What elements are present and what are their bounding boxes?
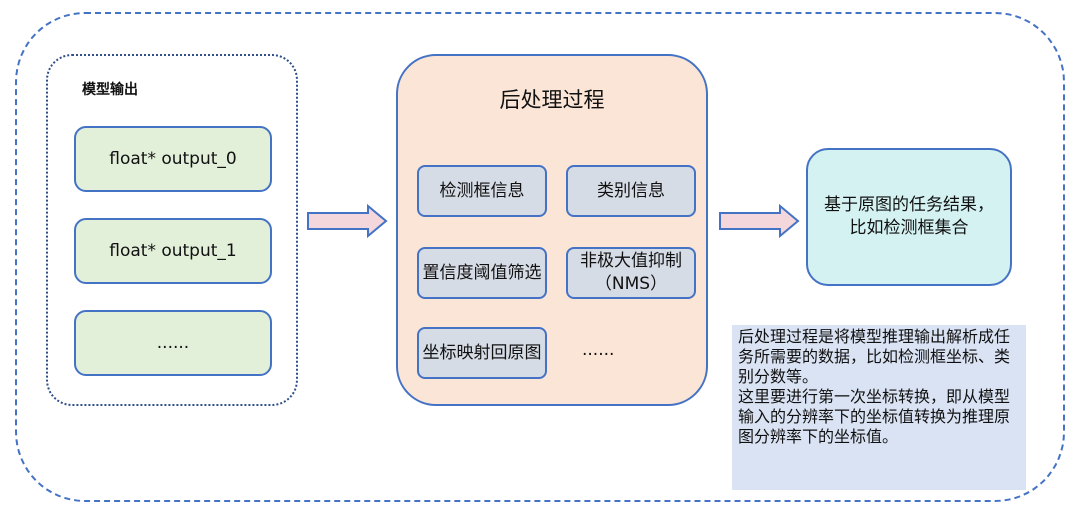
- description-note: 后处理过程是将模型推理输出解析成任务所需要的数据，比如检测框坐标、类别分数等。 …: [732, 325, 1026, 490]
- confidence-threshold-box: 置信度阈值筛选: [417, 247, 547, 299]
- model-output-title: 模型输出: [82, 82, 138, 98]
- post-process-title: 后处理过程: [499, 88, 605, 112]
- nms-box: 非极大值抑制（NMS）: [566, 247, 696, 299]
- result-text: 基于原图的任务结果，比如检测框集合: [824, 195, 994, 238]
- output-1-box: float* output_1: [74, 218, 272, 284]
- post-process-more: ......: [582, 340, 615, 360]
- arrow-to-postprocess: [307, 204, 388, 238]
- result-box: 基于原图的任务结果，比如检测框集合: [806, 148, 1012, 286]
- arrow-to-result: [719, 204, 800, 238]
- output-more-box: ......: [74, 310, 272, 376]
- class-info-box: 类别信息: [566, 165, 696, 217]
- bbox-info-box: 检测框信息: [417, 165, 547, 217]
- coordinate-mapping-box: 坐标映射回原图: [417, 327, 547, 379]
- outer-frame: [15, 12, 1065, 502]
- note-text: 后处理过程是将模型推理输出解析成任务所需要的数据，比如检测框坐标、类别分数等。 …: [738, 327, 1011, 446]
- output-0-box: float* output_0: [74, 126, 272, 192]
